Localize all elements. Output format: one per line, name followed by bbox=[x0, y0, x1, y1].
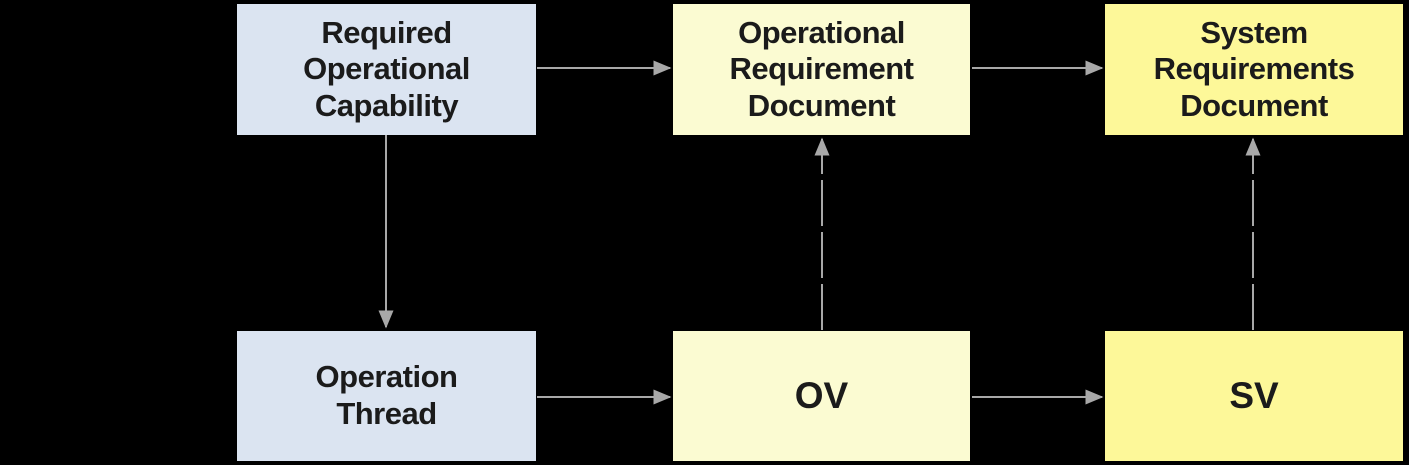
node-label-line: Requirement bbox=[729, 51, 914, 87]
node-label-line: Thread bbox=[336, 396, 437, 431]
node-operation-thread: Operation Thread bbox=[237, 331, 536, 461]
node-label-line: OV bbox=[794, 375, 849, 417]
node-label-line: System bbox=[1200, 14, 1308, 50]
node-label-line: Requirements bbox=[1153, 51, 1355, 87]
node-label-line: Operation bbox=[315, 359, 458, 395]
node-ov: OV bbox=[673, 331, 970, 461]
node-label-line: Document bbox=[1180, 87, 1328, 123]
node-required-operational-capability: Required Operational Capability bbox=[237, 4, 536, 135]
node-operational-requirement-document: Operational Requirement Document bbox=[673, 4, 970, 135]
node-label-line: Document bbox=[747, 87, 896, 123]
node-label-line: Required bbox=[321, 14, 452, 50]
node-label-line: Operational bbox=[738, 14, 905, 50]
node-label-line: Operational bbox=[303, 51, 470, 87]
node-system-requirements-document: System Requirements Document bbox=[1105, 4, 1403, 135]
node-label-line: Capability bbox=[314, 87, 459, 123]
node-label-line: SV bbox=[1229, 375, 1279, 417]
node-sv: SV bbox=[1105, 331, 1403, 461]
